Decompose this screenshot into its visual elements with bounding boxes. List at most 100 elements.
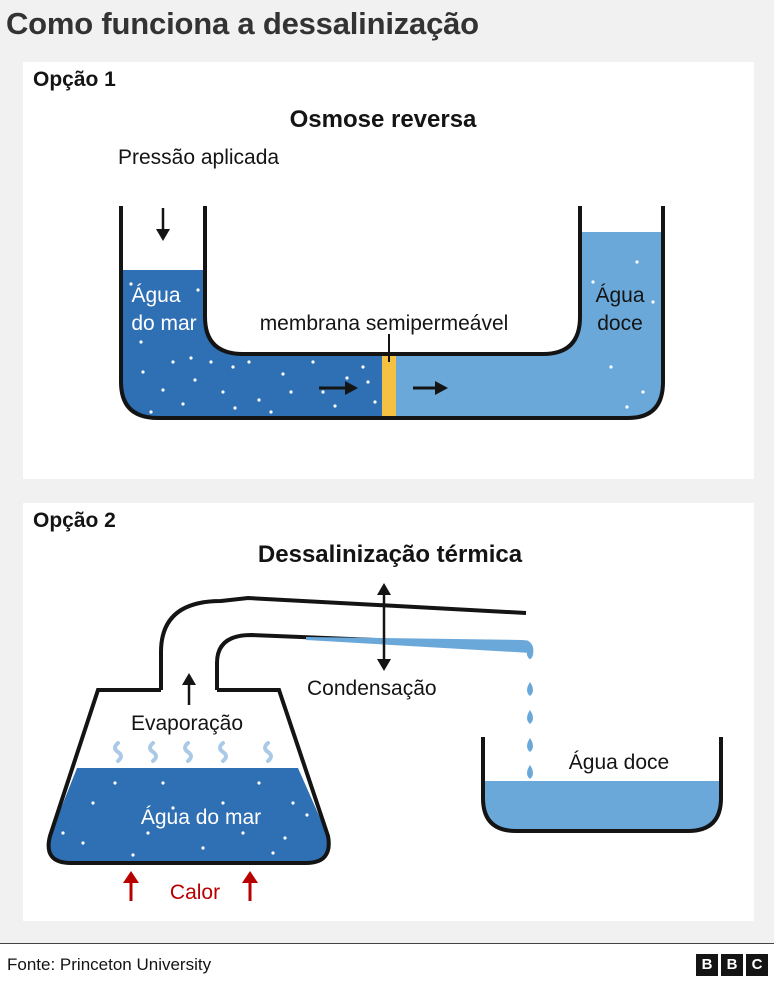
seawater-label: Água do mar <box>141 806 261 829</box>
membrane <box>382 354 396 418</box>
particle <box>257 781 261 785</box>
evaporation-arrow <box>182 673 196 705</box>
particle <box>171 806 175 810</box>
droplet <box>527 710 533 724</box>
particle <box>139 340 143 344</box>
particle <box>193 378 197 382</box>
thermal-desalination-diagram: Dessalinização térmica Condensação Evapo… <box>46 541 723 904</box>
saltwater-label-line1: Água <box>131 284 180 307</box>
freshwater-label-line2: doce <box>597 312 643 335</box>
particle <box>635 260 639 264</box>
particle <box>81 841 85 845</box>
particle <box>625 405 629 409</box>
heat-label: Calor <box>170 881 220 904</box>
particle <box>373 400 377 404</box>
vapor-swirls <box>113 741 273 763</box>
particle <box>161 781 165 785</box>
particle <box>651 300 655 304</box>
particle <box>146 831 150 835</box>
vapor-swirl <box>148 741 158 763</box>
particle <box>241 831 245 835</box>
particle <box>221 390 225 394</box>
condensation-arrow <box>377 583 391 671</box>
flask-seawater <box>48 768 329 863</box>
option1-panel: Opção 1 Osmose reversa Pressão aplicada <box>23 62 754 479</box>
particle <box>149 410 153 414</box>
condensed-water-stream <box>306 637 533 653</box>
option2-label: Opção 2 <box>33 509 116 532</box>
bbc-logo: B B C <box>696 954 768 976</box>
pressure-label: Pressão aplicada <box>118 146 279 169</box>
particle <box>141 370 145 374</box>
source-credit: Fonte: Princeton University <box>7 955 212 974</box>
particle <box>181 402 185 406</box>
vapor-swirl <box>183 741 193 763</box>
logo-letter: B <box>696 954 718 976</box>
particle <box>171 360 175 364</box>
particle <box>91 801 95 805</box>
particle <box>61 831 65 835</box>
droplet <box>527 765 533 779</box>
u-tube-outline <box>119 206 665 420</box>
footer: Fonte: Princeton University B B C <box>0 943 774 984</box>
particle <box>231 365 235 369</box>
flask-inner-tube-outline <box>215 632 526 690</box>
particle <box>247 360 251 364</box>
saltwater-body <box>121 270 383 418</box>
particle <box>113 781 117 785</box>
option2-panel: Opção 2 <box>23 503 754 921</box>
collection-basin-outline <box>481 737 723 833</box>
flask-and-tube-outline <box>159 595 527 690</box>
particle <box>196 288 200 292</box>
particle <box>271 851 275 855</box>
heat-arrow-left <box>123 871 139 901</box>
particle <box>209 360 213 364</box>
dripping-spout <box>526 640 534 659</box>
flow-arrow-left <box>319 381 358 395</box>
particle <box>281 372 285 376</box>
option1-title: Osmose reversa <box>290 106 477 133</box>
freshwater-body <box>395 232 663 418</box>
evaporation-label: Evaporação <box>131 712 243 735</box>
basin-freshwater <box>483 781 721 831</box>
particle <box>333 404 337 408</box>
particle <box>161 388 165 392</box>
logo-letter: C <box>746 954 768 976</box>
vapor-swirl <box>263 741 273 763</box>
freshwater-label: Água doce <box>569 751 669 774</box>
particle <box>366 380 370 384</box>
salt-particles <box>129 260 655 414</box>
salt-particles <box>61 781 309 857</box>
particle <box>131 853 135 857</box>
particle <box>291 801 295 805</box>
particle <box>591 280 595 284</box>
particle <box>283 836 287 840</box>
particle <box>201 846 205 850</box>
particle <box>289 390 293 394</box>
droplet <box>527 738 533 752</box>
particle <box>641 390 645 394</box>
vapor-swirl <box>113 741 123 763</box>
particle <box>189 356 193 360</box>
membrane-label: membrana semipermeável <box>260 312 509 335</box>
vapor-swirl <box>218 741 228 763</box>
pressure-arrow <box>156 208 170 241</box>
particle <box>129 282 133 286</box>
page-title: Como funciona a dessalinização <box>6 6 479 41</box>
particle <box>345 376 349 380</box>
freshwater-label-line1: Água <box>595 284 644 307</box>
particle <box>361 365 365 369</box>
flow-arrow-right <box>413 381 448 395</box>
flask-outline <box>46 688 331 865</box>
condensation-label: Condensação <box>307 677 437 700</box>
particle <box>233 406 237 410</box>
reverse-osmosis-diagram: Osmose reversa Pressão aplicada Água do … <box>118 106 665 420</box>
option1-label: Opção 1 <box>33 68 116 91</box>
saltwater-label-line2: do mar <box>131 312 196 335</box>
particle <box>257 398 261 402</box>
option2-title: Dessalinização térmica <box>258 541 523 568</box>
heat-arrow-right <box>242 871 258 901</box>
particle <box>609 365 613 369</box>
droplet <box>527 682 533 696</box>
particle <box>311 360 315 364</box>
